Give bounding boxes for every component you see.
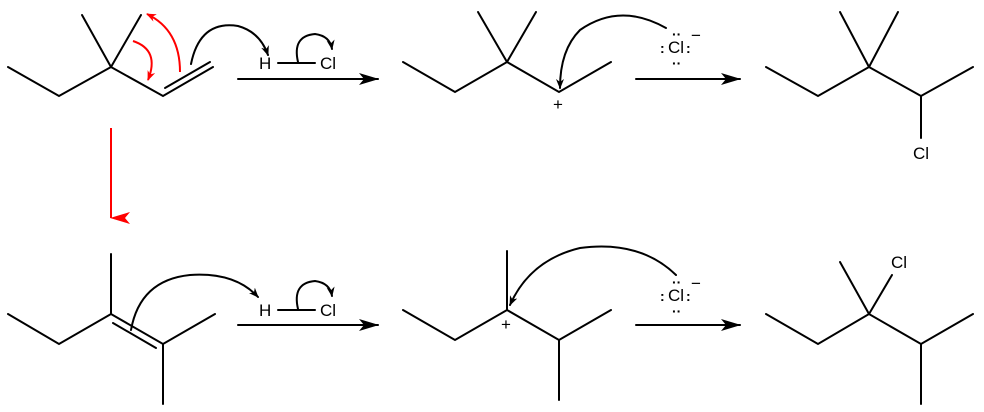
- positive-charge: +: [553, 95, 563, 114]
- pi-bond-attack-arrow: [130, 273, 259, 331]
- positive-charge: +: [501, 315, 511, 334]
- cl-substituent: Cl: [913, 144, 929, 163]
- svg-text:−: −: [691, 26, 701, 45]
- svg-text:··: ··: [672, 274, 681, 290]
- svg-text:−: −: [691, 274, 701, 293]
- svg-text:H: H: [259, 301, 271, 320]
- svg-text:··: ··: [672, 55, 681, 71]
- tertiary-carbocation: +: [402, 250, 612, 401]
- bond-cleavage-arrow: [295, 32, 335, 63]
- pi-bond-attack-arrow: [190, 24, 269, 65]
- h-atom: H: [259, 54, 271, 73]
- secondary-carbocation: +: [402, 11, 612, 114]
- cl-atom: Cl: [320, 54, 336, 73]
- svg-text:Cl: Cl: [320, 301, 336, 320]
- product-unrearranged: Cl: [765, 11, 974, 163]
- svg-text::: :: [686, 288, 691, 304]
- product-rearranged: Cl: [765, 253, 974, 405]
- hcl-reagent-top: H Cl: [259, 32, 336, 73]
- methyl-shift-arrow: [146, 13, 181, 73]
- cl-substituent: Cl: [891, 253, 907, 272]
- chloride-attack-arrow: [556, 14, 667, 89]
- svg-text:Cl: Cl: [668, 286, 684, 305]
- chloride-ion-top: : Cl : − ·· ··: [660, 26, 701, 71]
- svg-text:··: ··: [672, 303, 681, 319]
- svg-text::: :: [686, 40, 691, 56]
- svg-text:··: ··: [672, 26, 681, 42]
- chloride-ion-bottom: : Cl : − ·· ··: [660, 274, 701, 319]
- hcl-reagent-bottom: H Cl: [259, 279, 336, 320]
- svg-text::: :: [660, 40, 665, 56]
- rearranged-alkene: [7, 253, 216, 405]
- chloride-attack-arrow: [509, 245, 677, 306]
- bond-shift-arrow: [132, 40, 156, 81]
- alkene-3-3-dimethylpentene: [7, 14, 214, 98]
- svg-text::: :: [660, 288, 665, 304]
- svg-text:Cl: Cl: [668, 38, 684, 57]
